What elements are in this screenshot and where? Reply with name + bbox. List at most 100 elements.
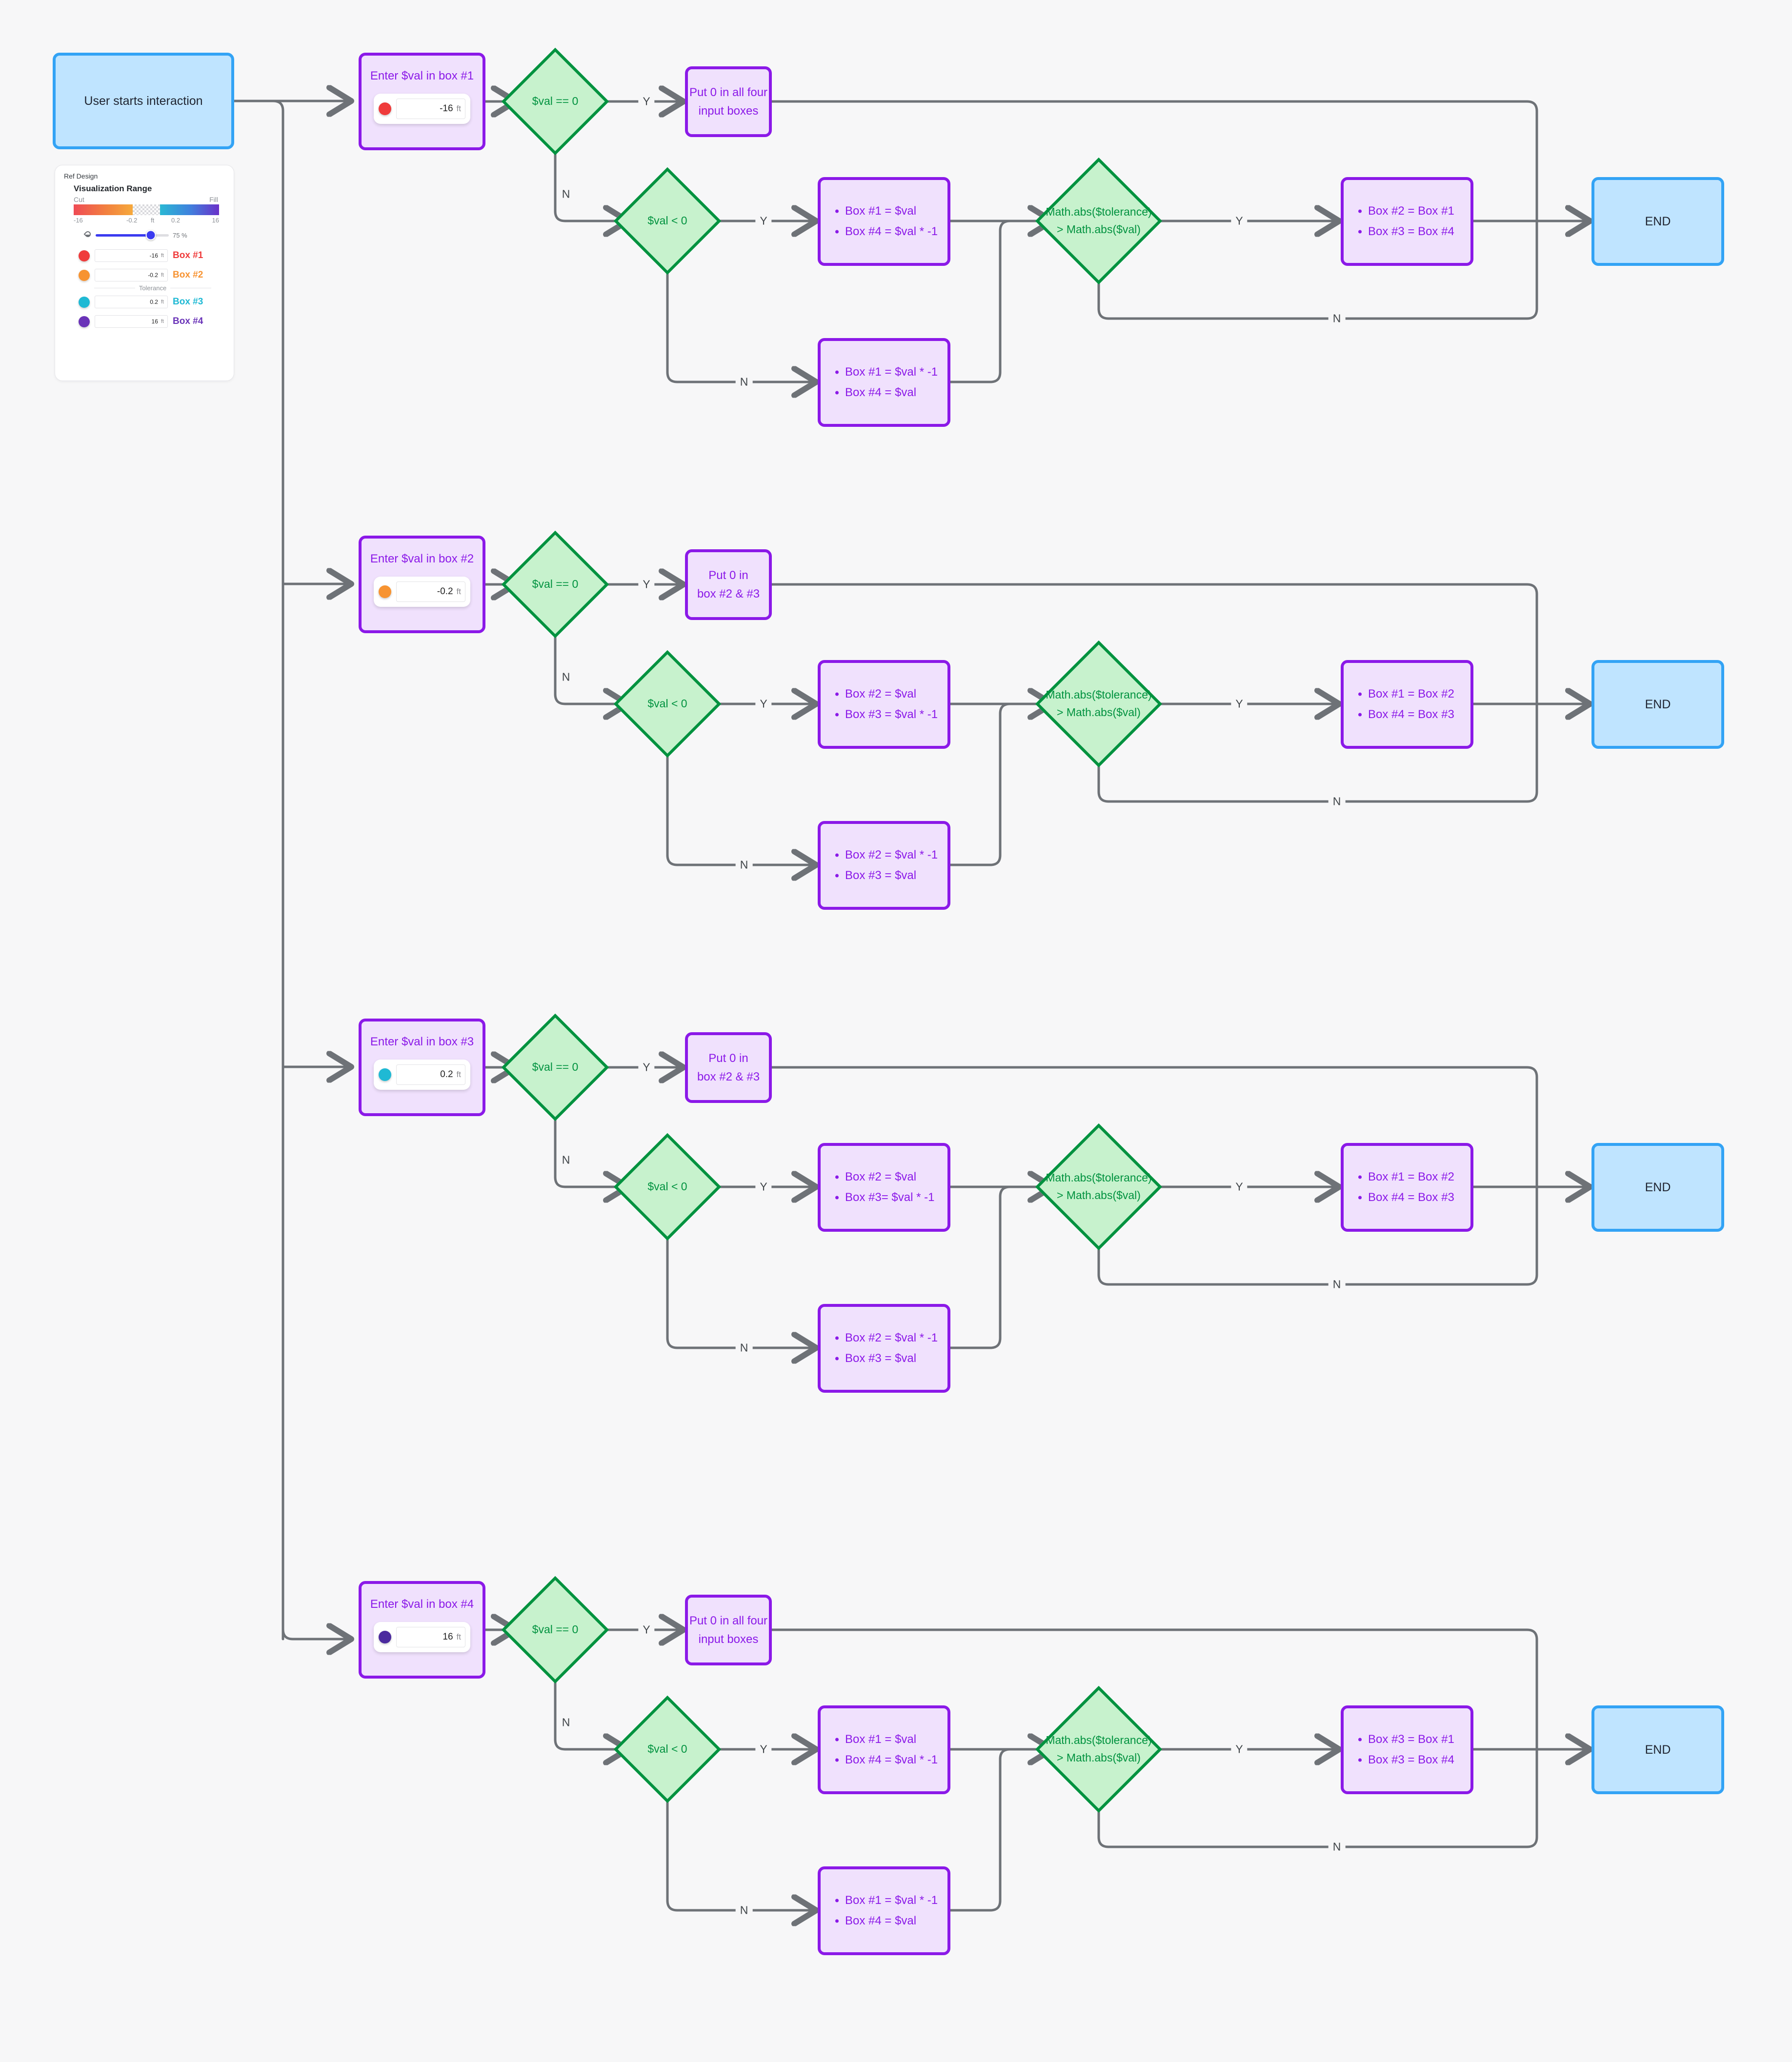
process-line: Box #2 = Box #1 <box>1356 201 1454 221</box>
ref-row-box2[interactable]: -0.2 ft Box #2 <box>79 267 225 283</box>
process-line: Box #1 = $val <box>833 201 938 221</box>
ref-row-box3[interactable]: 0.2 ft Box #3 <box>79 294 225 310</box>
zero-action-row4: Put 0 in all four input boxes <box>685 1595 772 1665</box>
tick-neg-tol: -0.2 <box>126 217 138 224</box>
decision-text: > Math.abs($val) <box>1057 1751 1141 1764</box>
opacity-slider[interactable] <box>96 230 169 240</box>
process-line: Box #1 = $val * -1 <box>833 1890 938 1911</box>
decision-label: Math.abs($tolerance)> Math.abs($val) <box>1046 176 1151 266</box>
process-line: Box #4 = Box #3 <box>1356 704 1454 725</box>
ref-row-box4[interactable]: 16 ft Box #4 <box>79 313 225 330</box>
edge-label-yes-zero-row2: Y <box>638 578 655 591</box>
input-caption: Enter $val in box #4 <box>370 1598 474 1611</box>
decision-text: Math.abs($tolerance) <box>1046 1734 1152 1747</box>
decision-label: Math.abs($tolerance) > Math.abs($val) <box>1046 1704 1151 1794</box>
visualization-range-heading: Visualization Range <box>74 184 152 193</box>
edge-label-yes-neg-row1: Y <box>755 214 772 228</box>
zero-action-line: Put 0 in <box>708 569 748 582</box>
ref-unit-box3: ft <box>161 299 164 305</box>
ref-input-box4[interactable]: 16 ft <box>95 315 168 328</box>
end-node-row3: END <box>1591 1143 1724 1232</box>
end-node-row4: END <box>1591 1705 1724 1794</box>
process-line: Box #1 = Box #2 <box>1356 1167 1454 1187</box>
edge-label-no-neg-row3: N <box>735 1341 753 1355</box>
opacity-slider-row[interactable]: 75 % <box>84 230 216 240</box>
ref-label-box1: Box #1 <box>173 250 203 260</box>
end-label: END <box>1645 697 1671 711</box>
transparent-gradient-segment <box>132 204 161 215</box>
edge-label-no-zero-row1: N <box>557 187 575 201</box>
decision-label: $val == 0 <box>517 546 593 622</box>
unit-text: ft <box>456 587 461 596</box>
edge-label-no-tol-row4: N <box>1328 1840 1346 1854</box>
decision-label: $val < 0 <box>629 1711 705 1787</box>
zero-action-line: input boxes <box>698 1632 759 1646</box>
edge-label-yes-tol-row4: Y <box>1231 1742 1248 1756</box>
edge-label-yes-tol-row2: Y <box>1231 697 1248 711</box>
process-line: Box #3 = $val <box>833 1348 938 1369</box>
ref-value-box1: -16 <box>149 252 158 259</box>
decision-label: Math.abs($tolerance)> Math.abs($val) <box>1046 659 1151 749</box>
process-line: Box #1 = $val * -1 <box>833 362 938 382</box>
decision-text: $val < 0 <box>647 1180 687 1193</box>
process-line: Box #3 = Box #4 <box>1356 221 1454 242</box>
ref-unit-box4: ft <box>161 319 164 324</box>
ref-input-box3[interactable]: 0.2 ft <box>95 296 168 308</box>
process-line: Box #4 = $val <box>833 1911 938 1931</box>
ref-row-box1[interactable]: -16 ft Box #1 <box>79 247 225 264</box>
ref-panel-title: Ref Design <box>64 172 98 180</box>
tolerance-divider: Tolerance <box>94 284 211 292</box>
edge-label-no-zero-row2: N <box>557 670 575 684</box>
decision-val-less-zero-row3: $val < 0 <box>613 1133 722 1241</box>
ref-unit-box1: ft <box>161 253 164 259</box>
decision-label: Math.abs($tolerance)> Math.abs($val) <box>1046 1142 1151 1232</box>
cut-gradient-segment <box>74 204 133 215</box>
ref-input-box2[interactable]: -0.2 ft <box>95 269 168 281</box>
color-swatch-icon <box>379 1631 391 1643</box>
process-line: Box #1 = Box #2 <box>1356 684 1454 704</box>
edge-label-no-zero-row3: N <box>557 1153 575 1167</box>
decision-text: > Math.abs($val) <box>1057 223 1141 236</box>
decision-tolerance-row3: Math.abs($tolerance)> Math.abs($val) <box>1035 1123 1163 1251</box>
tick-pos-tol: 0.2 <box>171 217 181 224</box>
color-dot-box1 <box>79 250 90 261</box>
tick-unit: ft <box>151 217 155 224</box>
zero-action-line: Put 0 in all four <box>689 1614 768 1628</box>
end-node-row2: END <box>1591 660 1724 749</box>
unit-text: ft <box>456 104 461 113</box>
ref-label-box4: Box #4 <box>173 316 203 326</box>
decision-text: > Math.abs($val) <box>1057 706 1141 719</box>
input-caption: Enter $val in box #2 <box>370 552 474 565</box>
decision-val-less-zero-row4: $val < 0 <box>613 1695 722 1803</box>
ref-input-box1[interactable]: -16 ft <box>95 249 168 262</box>
process-line: Box #2 = $val <box>833 684 938 704</box>
color-swatch-icon <box>379 585 391 598</box>
process-line: Box #3 = $val <box>833 865 938 886</box>
process-line: Box #4 = $val <box>833 382 938 403</box>
droplet-icon <box>84 231 92 239</box>
decision-val-less-zero-row1: $val < 0 <box>613 167 722 275</box>
decision-val-equals-zero-row3: $val == 0 <box>501 1013 609 1121</box>
process-line: Box #4 = Box #3 <box>1356 1187 1454 1208</box>
process-line: Box #3 = Box #4 <box>1356 1750 1454 1770</box>
cut-label: Cut <box>74 196 84 203</box>
fill-gradient-segment <box>160 204 219 215</box>
opacity-slider-knob[interactable] <box>145 230 156 240</box>
edge-label-yes-tol-row3: Y <box>1231 1180 1248 1194</box>
